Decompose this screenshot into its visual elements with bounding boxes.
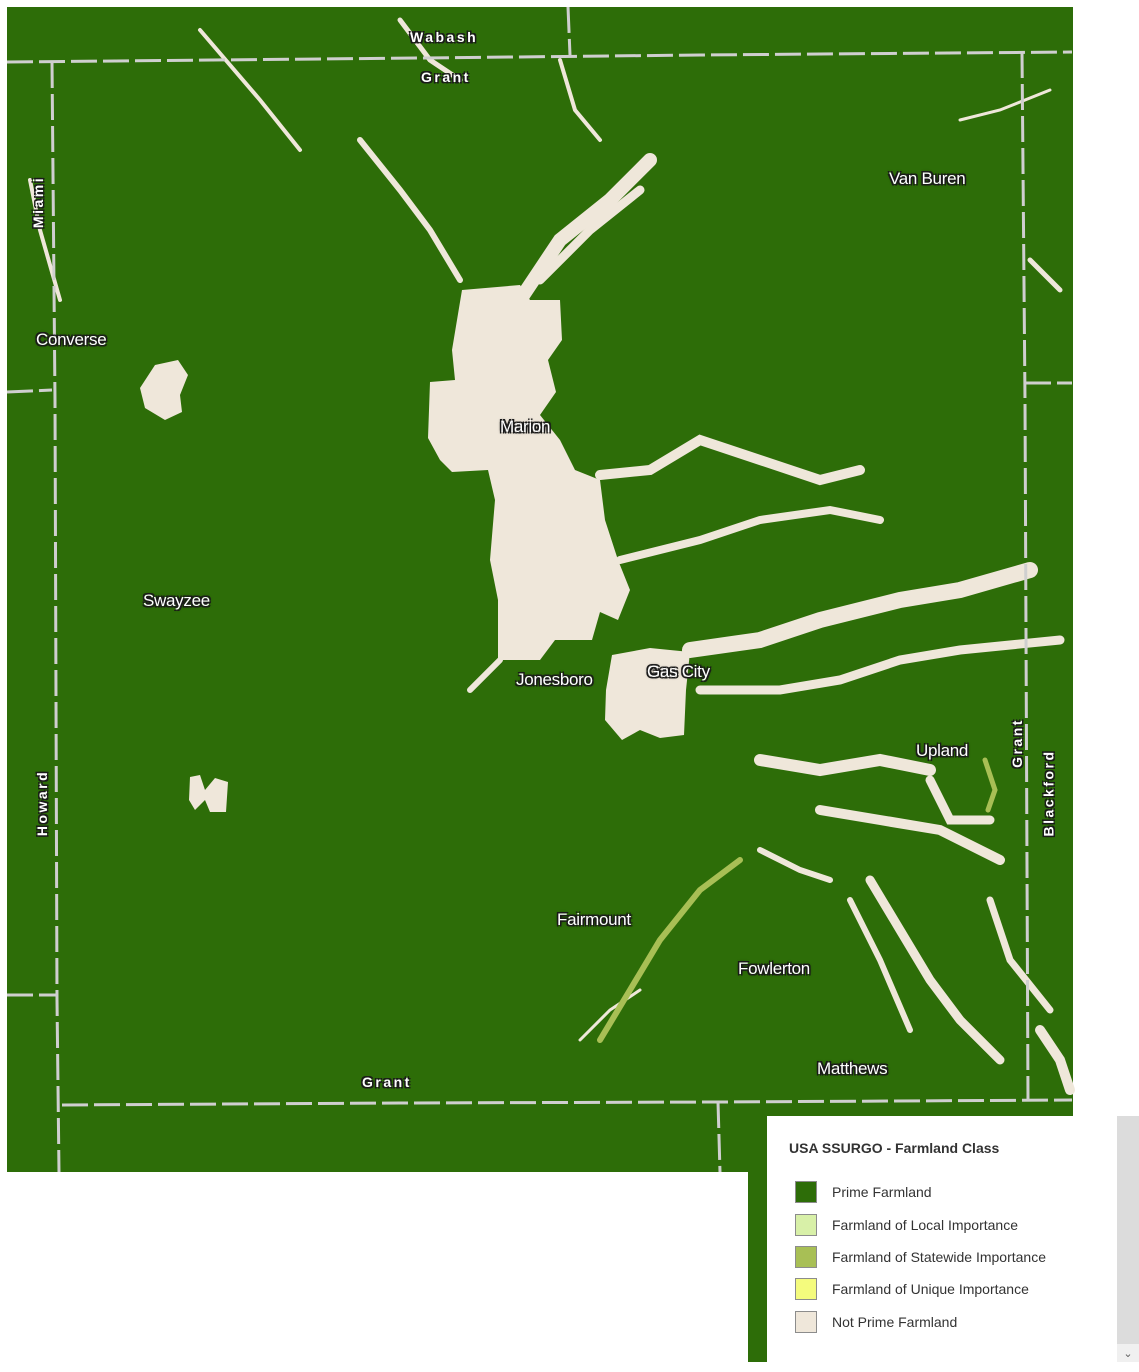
county-label-wabash: Wabash (410, 29, 479, 45)
prime-farmland-area-legend-corner (748, 1172, 767, 1362)
legend-swatch (795, 1245, 817, 1268)
county-label-howard: Howard (34, 769, 51, 837)
scroll-down-icon[interactable]: ⌄ (1117, 1344, 1139, 1362)
legend-item-label: Farmland of Statewide Importance (832, 1248, 1046, 1265)
legend-title: USA SSURGO - Farmland Class (789, 1140, 1000, 1156)
place-label-fairmount: Fairmount (557, 910, 631, 929)
legend-panel: USA SSURGO - Farmland Class Prime Farmla… (767, 1116, 1117, 1362)
statewide-importance-strip (597, 857, 743, 1043)
place-label-van-buren: Van Buren (889, 169, 966, 188)
legend-item-prime-farmland: Prime Farmland (789, 1176, 1117, 1208)
not-prime-converse-patch (140, 360, 188, 420)
place-label-fowlerton: Fowlerton (738, 959, 810, 978)
legend-item-unique-importance: Farmland of Unique Importance (789, 1273, 1117, 1305)
not-prime-stream-corridors (28, 17, 1075, 1095)
not-prime-gas-city (605, 648, 690, 740)
legend-item-label: Prime Farmland (832, 1184, 932, 1201)
legend-swatch (795, 1310, 817, 1333)
county-label-grant-east: Grant (1008, 718, 1025, 768)
legend-item-not-prime: Not Prime Farmland (789, 1306, 1117, 1338)
legend-item-label: Not Prime Farmland (832, 1313, 958, 1330)
county-label-blackford: Blackford (1040, 749, 1057, 837)
place-label-jonesboro: Jonesboro (516, 670, 593, 689)
legend-item-label: Farmland of Unique Importance (832, 1281, 1029, 1298)
legend-scrollbar[interactable]: ⌄ (1117, 1116, 1139, 1362)
place-label-upland: Upland (916, 741, 969, 760)
legend-item-statewide-importance: Farmland of Statewide Importance (789, 1241, 1117, 1273)
legend-swatch (795, 1181, 817, 1204)
place-label-converse: Converse (36, 330, 107, 349)
not-prime-marion (428, 285, 630, 660)
county-label-miami: Miami (30, 175, 47, 229)
not-prime-swayzee-patch (189, 775, 228, 812)
place-label-matthews: Matthews (817, 1059, 888, 1078)
county-boundaries (6, 6, 1073, 1173)
county-label-grant-south: Grant (362, 1074, 412, 1090)
legend-swatch (795, 1278, 817, 1301)
legend-item-local-importance: Farmland of Local Importance (789, 1208, 1117, 1240)
place-label-gas-city: Gas City (647, 662, 710, 681)
county-label-grant-north: Grant (421, 69, 471, 85)
place-label-swayzee: Swayzee (143, 591, 210, 610)
legend-swatch (795, 1213, 817, 1236)
statewide-importance-patch-upland (982, 757, 998, 813)
place-label-marion: Marion (500, 417, 551, 436)
legend-item-label: Farmland of Local Importance (832, 1216, 1018, 1233)
